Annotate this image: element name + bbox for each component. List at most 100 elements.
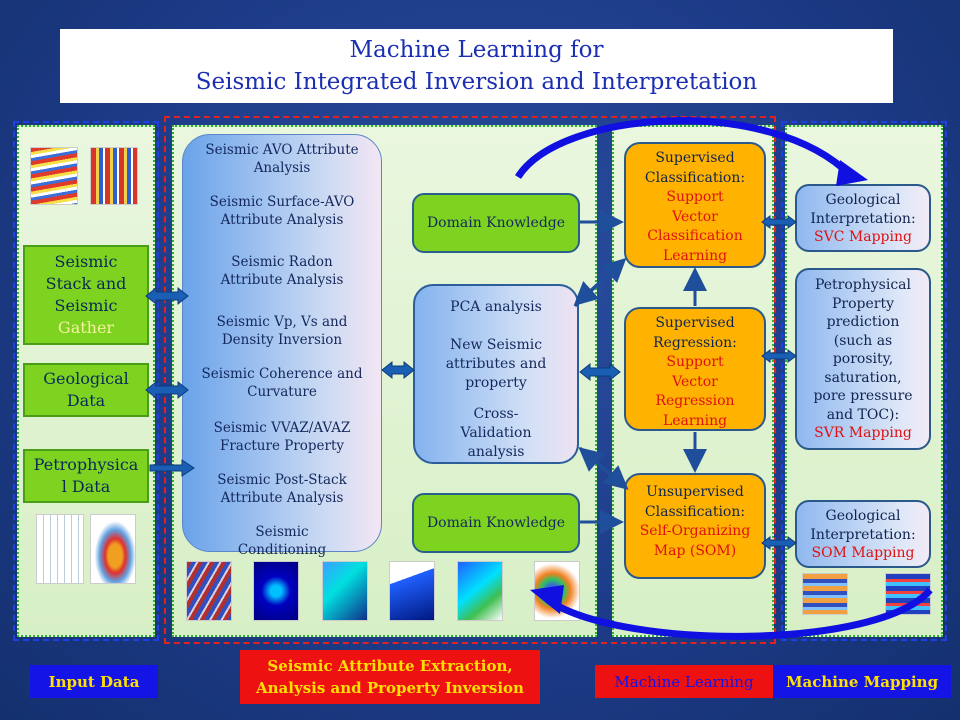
input-geological-line1: Geological	[43, 369, 129, 388]
attr-vvaz: Seismic VVAZ/AVAZ Fracture Property	[183, 419, 381, 455]
output-svc-mapping: Geological Interpretation: SVC Mapping	[795, 184, 931, 252]
title-line2: Seismic Integrated Inversion and Interpr…	[195, 69, 758, 95]
input-petro-line1: Petrophysica	[33, 455, 139, 474]
attr-surface-avo-l1: Seismic Surface-AVO	[209, 194, 355, 210]
svc-map-thumbnail	[802, 573, 848, 615]
domain-knowledge-top: Domain Knowledge	[412, 193, 580, 253]
pca-line6: Validation	[460, 425, 532, 441]
top-curved-arrow-head	[836, 160, 868, 186]
svr-l3: Support	[666, 354, 724, 370]
top-curved-arrow	[515, 117, 853, 179]
label-input-data: Input Data	[30, 665, 158, 698]
svc-l5: Classification	[647, 228, 743, 244]
attr-vpvs-l1: Seismic Vp, Vs and	[216, 314, 348, 330]
input-seismic-line3: Seismic	[54, 296, 118, 315]
arrow-svr-to-out	[761, 349, 797, 363]
attribute-volume-thumbnail-3	[322, 561, 368, 621]
attr-avo-l1: Seismic AVO Attribute	[205, 142, 359, 158]
attribute-volume-thumbnail-5	[457, 561, 503, 621]
output-som-mapping: Geological Interpretation: SOM Mapping	[795, 500, 931, 568]
attribute-volume-thumbnail-1	[186, 561, 232, 621]
svc-box: Supervised Classification: Support Vecto…	[624, 142, 766, 268]
attr-vvaz-l1: Seismic VVAZ/AVAZ	[213, 420, 351, 436]
pca-line4: property	[465, 375, 527, 391]
out-geo2-l2: Interpretation:	[810, 526, 916, 543]
extraction-section-frame	[164, 116, 776, 644]
attr-avo-l2: Analysis	[253, 160, 311, 176]
svr-l2: Regression:	[653, 334, 737, 351]
attr-poststack-l1: Seismic Post-Stack	[217, 472, 347, 488]
domain-knowledge-bottom: Domain Knowledge	[412, 493, 580, 553]
out-petro-l3: prediction	[826, 314, 900, 330]
out-geo1-l2: Interpretation:	[810, 210, 916, 227]
pca-box: PCA analysis New Seismic attributes and …	[413, 284, 579, 464]
arrow-svc-to-pca	[573, 260, 624, 307]
input-seismic-line4: Gather	[57, 318, 115, 337]
crossplot-thumbnail	[90, 514, 136, 584]
attr-vvaz-l2: Fracture Property	[219, 438, 345, 454]
attr-conditioning-l1: Seismic	[255, 524, 309, 540]
svc-l1: Supervised	[655, 150, 735, 166]
attr-surface-avo-l2: Attribute Analysis	[220, 212, 344, 228]
out-petro-l7: pore pressure	[813, 388, 913, 404]
out-petro-l6: saturation,	[824, 369, 902, 386]
out-petro-l1: Petrophysical	[814, 277, 912, 293]
input-seismic-line2: Stack and	[45, 274, 127, 293]
domain-knowledge-top-label: Domain Knowledge	[426, 215, 566, 231]
pca-line1: PCA analysis	[450, 299, 542, 315]
output-svr-mapping: Petrophysical Property prediction (such …	[795, 268, 931, 450]
arrow-som-to-out	[761, 536, 797, 550]
som-box: Unsupervised Classification: Self-Organi…	[624, 473, 766, 579]
input-seismic-stack: Seismic Stack and Seismic Gather	[23, 245, 149, 345]
seismic-section-thumbnail	[30, 147, 78, 205]
mapping-section-frame	[781, 121, 947, 641]
attribute-volume-thumbnail-4	[389, 561, 435, 621]
arrow-pca-to-svr	[579, 362, 621, 382]
input-section-frame	[13, 121, 159, 641]
out-petro-l2: Property	[831, 295, 894, 312]
pca-line7: analysis	[467, 444, 525, 460]
attr-surface-avo: Seismic Surface-AVO Attribute Analysis	[183, 193, 381, 229]
out-petro-l8: and TOC):	[826, 406, 900, 423]
svr-l1: Supervised	[655, 315, 735, 331]
pca-line3: attributes and	[445, 356, 547, 372]
input-geological-line2: Data	[66, 391, 106, 410]
svc-l3: Support	[666, 189, 724, 205]
arrow-petro-to-attr	[149, 459, 195, 477]
title-box: Machine Learning for Seismic Integrated …	[60, 29, 893, 103]
som-l2: Classification:	[644, 503, 746, 520]
svc-l2: Classification:	[644, 169, 746, 186]
svr-l4: Vector	[672, 373, 718, 390]
pca-line5: Cross-	[473, 406, 519, 422]
out-geo1-l3: SVC Mapping	[814, 229, 912, 245]
well-log-thumbnail	[36, 514, 84, 584]
out-geo2-l3: SOM Mapping	[811, 545, 915, 561]
input-petrophysical-data: Petrophysica l Data	[23, 449, 149, 503]
input-geological-data: Geological Data	[23, 363, 149, 417]
attr-radon-l2: Attribute Analysis	[220, 272, 344, 288]
seismic-gather-thumbnail	[90, 147, 138, 205]
arrow-svc-to-out	[761, 215, 797, 229]
title-line1: Machine Learning for	[349, 37, 604, 63]
out-petro-l5: porosity,	[832, 351, 894, 367]
label-extraction-l1: Seismic Attribute Extraction,	[267, 657, 513, 675]
pca-line2: New Seismic	[449, 337, 543, 353]
domain-knowledge-bottom-label: Domain Knowledge	[426, 515, 566, 531]
label-machine-mapping: Machine Mapping	[773, 665, 951, 698]
svr-l5: Regression	[655, 393, 735, 409]
attr-vpvs-l2: Density Inversion	[221, 332, 343, 348]
svc-l4: Vector	[672, 208, 718, 225]
svr-l6: Learning	[662, 412, 728, 429]
som-l3: Self-Organizing	[639, 523, 751, 539]
label-machine-learning: Machine Learning	[595, 665, 773, 698]
svr-box: Supervised Regression: Support Vector Re…	[624, 307, 766, 431]
label-extraction: Seismic Attribute Extraction, Analysis a…	[240, 650, 540, 704]
attr-poststack-l2: Attribute Analysis	[220, 490, 344, 506]
